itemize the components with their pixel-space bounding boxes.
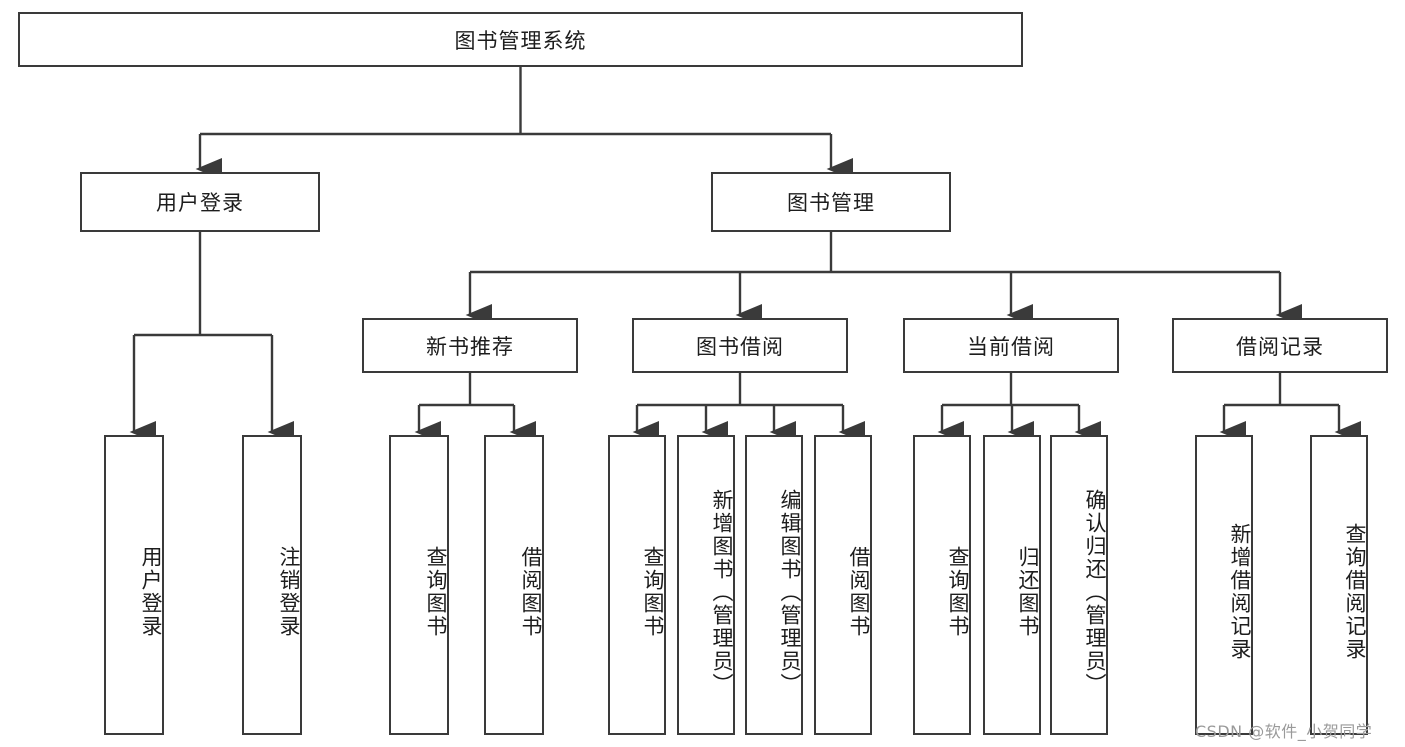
node-root-label: 图书管理系统 bbox=[454, 28, 587, 53]
node-current-borrow[interactable]: 当前借阅 bbox=[903, 318, 1119, 373]
leaf-edit-book-admin[interactable]: 编辑图书（管理员） bbox=[745, 435, 803, 735]
leaf-logout-login-label: 注销登录 bbox=[277, 546, 301, 638]
node-user-login[interactable]: 用户登录 bbox=[80, 172, 320, 232]
leaf-edit-book-admin-label: 编辑图书（管理员） bbox=[778, 488, 802, 696]
node-book-management-label: 图书管理 bbox=[787, 191, 875, 215]
leaf-query-book-borrow-label: 查询图书 bbox=[641, 546, 665, 638]
leaf-add-book-admin-label: 新增图书（管理员） bbox=[710, 488, 734, 696]
leaf-logout-login[interactable]: 注销登录 bbox=[242, 435, 302, 735]
node-borrow-record-label: 借阅记录 bbox=[1236, 334, 1324, 359]
node-new-book-recommend-label: 新书推荐 bbox=[426, 334, 514, 359]
leaf-return-book-label: 归还图书 bbox=[1016, 546, 1040, 638]
leaf-confirm-return-admin[interactable]: 确认归还（管理员） bbox=[1050, 435, 1108, 735]
node-book-management[interactable]: 图书管理 bbox=[711, 172, 951, 232]
watermark-text: CSDN @软件_小贺同学 bbox=[1195, 722, 1373, 741]
leaf-add-borrow-record-label: 新增借阅记录 bbox=[1228, 523, 1252, 661]
node-current-borrow-label: 当前借阅 bbox=[967, 334, 1055, 359]
leaf-query-book-current[interactable]: 查询图书 bbox=[913, 435, 971, 735]
leaf-query-book-current-label: 查询图书 bbox=[946, 546, 970, 638]
leaf-query-borrow-record[interactable]: 查询借阅记录 bbox=[1310, 435, 1368, 735]
leaf-borrow-book[interactable]: 借阅图书 bbox=[814, 435, 872, 735]
leaf-borrow-book-recommend-label: 借阅图书 bbox=[519, 546, 543, 638]
node-new-book-recommend[interactable]: 新书推荐 bbox=[362, 318, 578, 373]
leaf-query-book-recommend-label: 查询图书 bbox=[424, 546, 448, 638]
leaf-add-book-admin[interactable]: 新增图书（管理员） bbox=[677, 435, 735, 735]
leaf-return-book[interactable]: 归还图书 bbox=[983, 435, 1041, 735]
node-book-borrow[interactable]: 图书借阅 bbox=[632, 318, 848, 373]
node-borrow-record[interactable]: 借阅记录 bbox=[1172, 318, 1388, 373]
leaf-add-borrow-record[interactable]: 新增借阅记录 bbox=[1195, 435, 1253, 735]
node-root[interactable]: 图书管理系统 bbox=[18, 12, 1023, 67]
leaf-user-login-label: 用户登录 bbox=[139, 546, 163, 638]
leaf-query-book-borrow[interactable]: 查询图书 bbox=[608, 435, 666, 735]
leaf-query-borrow-record-label: 查询借阅记录 bbox=[1343, 523, 1367, 661]
leaf-borrow-book-label: 借阅图书 bbox=[847, 546, 871, 638]
leaf-user-login[interactable]: 用户登录 bbox=[104, 435, 164, 735]
leaf-query-book-recommend[interactable]: 查询图书 bbox=[389, 435, 449, 735]
leaf-borrow-book-recommend[interactable]: 借阅图书 bbox=[484, 435, 544, 735]
node-book-borrow-label: 图书借阅 bbox=[696, 334, 784, 359]
node-user-login-label: 用户登录 bbox=[156, 191, 244, 215]
leaf-confirm-return-admin-label: 确认归还（管理员） bbox=[1083, 488, 1107, 696]
